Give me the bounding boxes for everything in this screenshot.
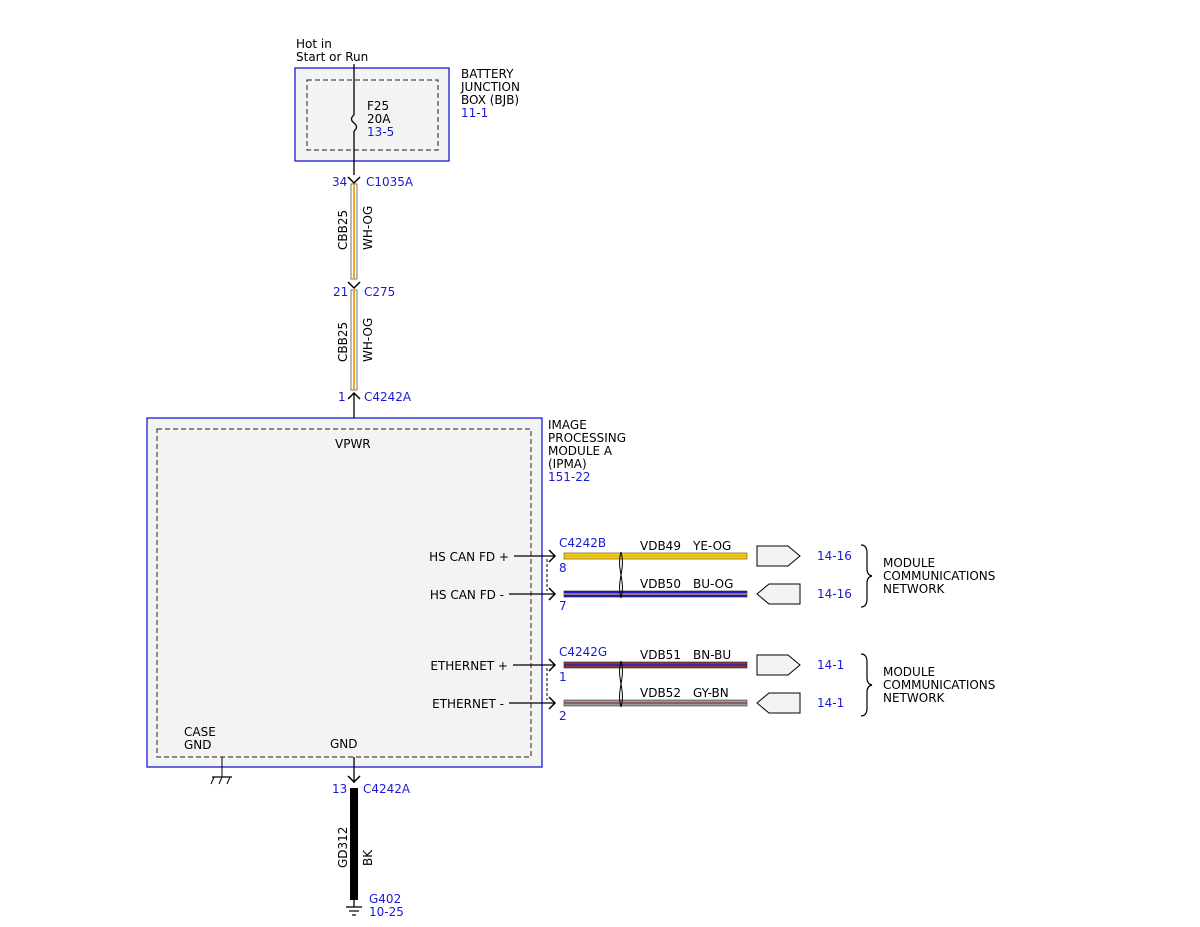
can-connector[interactable]: C4242B [559, 536, 606, 550]
can-plus-connector-icon [548, 549, 557, 563]
can-plus-circuit: VDB49 [640, 539, 681, 553]
c4242a-bottom-connector-icon [347, 775, 361, 784]
can-plus-label: HS CAN FD + [429, 550, 509, 564]
ipma-gnd-label: GND [330, 737, 358, 751]
eth-minus-color: GY-BN [693, 686, 729, 700]
can-minus-color: BU-OG [693, 577, 733, 591]
ipma-ref[interactable]: 151-22 [548, 470, 591, 484]
fuse-rating: 20A [367, 112, 391, 126]
c4242a-top-pin: 1 [338, 390, 346, 404]
c4242a-bottom-name[interactable]: C4242A [363, 782, 411, 796]
bjb-name-1: BATTERY [461, 67, 514, 81]
ipma-name-1: IMAGE [548, 418, 587, 432]
can-network-2: COMMUNICATIONS [883, 569, 995, 583]
bjb-name-3: BOX (BJB) [461, 93, 519, 107]
eth-minus-label: ETHERNET - [432, 697, 504, 711]
eth-minus-connector-icon [548, 696, 557, 710]
ipma-vpwr-label: VPWR [335, 437, 371, 451]
can-minus-connector-icon [548, 587, 557, 601]
supply-label-line1: Hot in [296, 37, 332, 51]
ground-ref[interactable]: 10-25 [369, 905, 404, 919]
eth-network-1: MODULE [883, 665, 935, 679]
can-plus-color: YE-OG [692, 539, 731, 553]
gnd-wire-circuit: GD312 [336, 827, 350, 868]
bjb-ref[interactable]: 11-1 [461, 106, 488, 120]
case-gnd-label-2: GND [184, 738, 212, 752]
eth-plus-label: ETHERNET + [430, 659, 508, 673]
ipma-box [146, 417, 543, 768]
can-minus-label: HS CAN FD - [430, 588, 504, 602]
wire1-color: WH-OG [361, 206, 375, 250]
c4242a-top-connector-icon [347, 391, 361, 400]
eth-plus-circuit: VDB51 [640, 648, 681, 662]
eth-plus-connector-icon [548, 658, 557, 672]
eth-plus-pin: 1 [559, 670, 567, 684]
can-network-3: NETWORK [883, 582, 946, 596]
can-network-1: MODULE [883, 556, 935, 570]
can-minus-pin: 7 [559, 599, 567, 613]
eth-network-3: NETWORK [883, 691, 946, 705]
wire2-circuit: CBB25 [336, 322, 350, 362]
ipma-name-4: (IPMA) [548, 457, 587, 471]
c275-pin: 21 [333, 285, 348, 299]
eth-minus-pin: 2 [559, 709, 567, 723]
ground-icon [346, 900, 362, 916]
can-minus-offpage-icon[interactable] [756, 583, 801, 605]
c4242a-top-name[interactable]: C4242A [364, 390, 412, 404]
bjb-box [294, 67, 450, 162]
can-brace-icon [860, 544, 873, 608]
case-gnd-label-1: CASE [184, 725, 216, 739]
c4242a-bottom-pin: 13 [332, 782, 347, 796]
eth-minus-circuit: VDB52 [640, 686, 681, 700]
c1035a-name[interactable]: C1035A [366, 175, 414, 189]
eth-brace-icon [860, 653, 873, 717]
eth-minus-offpage-icon[interactable] [756, 692, 801, 714]
eth-twisted-pair-icon [619, 660, 623, 708]
ipma-name-3: MODULE A [548, 444, 613, 458]
eth-minus-ref[interactable]: 14-1 [817, 696, 844, 710]
can-minus-circuit: VDB50 [640, 577, 681, 591]
can-minus-ref[interactable]: 14-16 [817, 587, 852, 601]
supply-label-line2: Start or Run [296, 50, 368, 64]
ground-name[interactable]: G402 [369, 892, 401, 906]
fuse-ref[interactable]: 13-5 [367, 125, 394, 139]
eth-plus-color: BN-BU [693, 648, 731, 662]
bjb-inner-dashed [306, 79, 439, 151]
can-plus-pin: 8 [559, 561, 567, 575]
eth-network-2: COMMUNICATIONS [883, 678, 995, 692]
gnd-wire-color: BK [361, 849, 375, 866]
fuse-id: F25 [367, 99, 389, 113]
gnd-wire-black [350, 788, 358, 900]
ipma-name-2: PROCESSING [548, 431, 626, 445]
wire1-circuit: CBB25 [336, 210, 350, 250]
eth-plus-offpage-icon[interactable] [756, 654, 801, 676]
eth-plus-ref[interactable]: 14-1 [817, 658, 844, 672]
c1035a-pin: 34 [332, 175, 347, 189]
can-twisted-pair-icon [619, 551, 623, 599]
chassis-ground-icon [210, 776, 232, 785]
can-plus-ref[interactable]: 14-16 [817, 549, 852, 563]
ipma-inner-dashed [156, 428, 532, 758]
bjb-name-2: JUNCTION [460, 80, 520, 94]
fuse-icon [350, 114, 358, 132]
wire2-color: WH-OG [361, 318, 375, 362]
c1035a-connector-icon [347, 176, 361, 185]
eth-connector[interactable]: C4242G [559, 645, 607, 659]
can-plus-offpage-icon[interactable] [756, 545, 801, 567]
c275-name[interactable]: C275 [364, 285, 395, 299]
c275-connector-icon [347, 281, 361, 290]
